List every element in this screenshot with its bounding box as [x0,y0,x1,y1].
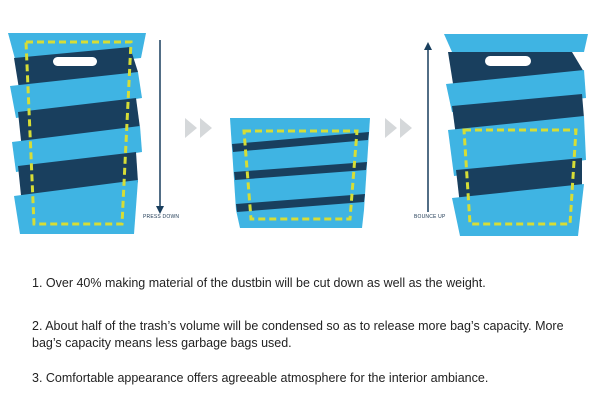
bounce-up-arrow [424,42,432,212]
bin-handle-icon [485,56,531,66]
bin-dark-band [236,194,365,212]
press-down-arrow [156,40,164,214]
dustbin-diagram [8,33,588,236]
bin-inner-outline [24,40,133,226]
rebounded-dustbin [444,34,588,236]
bin-light-band [12,126,142,172]
press-down-label: PRESS DOWN [143,214,180,220]
benefit-note-2: 2. About half of the trash’s volume will… [32,319,564,350]
double-chevron-right-icon [185,118,212,138]
bin-dark-band [234,162,367,180]
bounce-up-label: BOUNCE UP [414,214,446,220]
bin-handle-icon [53,57,97,66]
bin-base [14,180,138,234]
bin-rim [444,34,588,52]
bin-light-band [10,72,142,118]
extended-dustbin [8,33,146,234]
compressed-dustbin [230,118,370,228]
bin-inner-outline [242,129,359,221]
bin-dark-band [232,132,369,152]
benefit-note-1: 1. Over 40% making material of the dustb… [32,276,486,290]
benefit-note-3: 3. Comfortable appearance offers agreeab… [32,371,489,385]
double-chevron-right-icon [385,118,412,138]
